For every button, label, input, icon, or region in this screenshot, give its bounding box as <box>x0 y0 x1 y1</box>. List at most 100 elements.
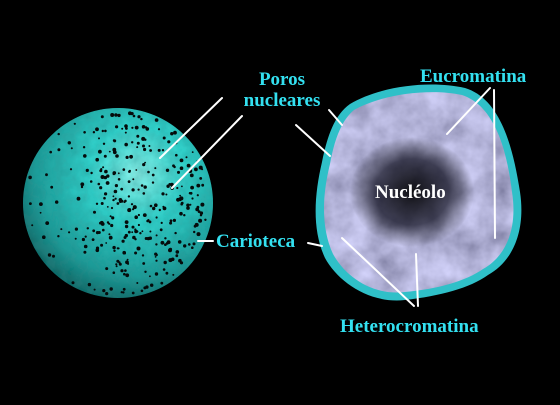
nuclear-pore <box>110 206 114 210</box>
nuclear-pore <box>164 243 167 247</box>
nuclear-pore <box>101 129 105 133</box>
nuclear-pore <box>95 157 99 162</box>
nuclear-pore <box>136 230 139 233</box>
nuclear-pore <box>191 246 194 249</box>
nuclear-pore <box>154 203 158 207</box>
nuclear-pore <box>147 219 150 222</box>
nuclear-pore <box>183 214 186 217</box>
nuclear-pore <box>179 196 184 201</box>
nuclear-pore <box>154 167 157 170</box>
nuclear-pore <box>136 146 139 149</box>
nuclear-pore <box>93 210 96 214</box>
nuclear-pore <box>131 291 135 295</box>
nuclear-pore <box>130 112 134 116</box>
nuclear-pore <box>152 206 156 211</box>
nuclear-pore <box>199 211 204 215</box>
nuclear-pore <box>165 271 169 275</box>
nuclear-pore <box>134 251 138 255</box>
nuclear-pore <box>60 228 63 231</box>
nuclear-pore <box>148 220 152 224</box>
nucleus-sphere <box>23 108 213 298</box>
nuclear-pore <box>99 221 102 225</box>
nuclear-pore <box>141 136 146 141</box>
nuclear-pore <box>123 201 126 204</box>
nuclear-pore <box>95 202 99 205</box>
label-heterocromatina: Heterocromatina <box>340 316 479 337</box>
nuclear-pore <box>167 140 171 144</box>
nuclear-pore <box>57 132 60 136</box>
nuclear-pore <box>95 127 99 132</box>
nuclear-pore <box>120 269 124 273</box>
nuclear-pore <box>125 155 129 159</box>
nuclear-pore <box>144 237 148 240</box>
nuclear-pore <box>155 216 158 219</box>
nuclear-pore <box>157 148 161 152</box>
nuclear-pore <box>136 246 141 251</box>
nuclear-pore <box>144 270 147 273</box>
nuclear-pore <box>102 289 106 293</box>
leader-eucromatina-1 <box>446 87 491 135</box>
nuclear-pore <box>31 224 34 227</box>
nuclear-pore <box>76 196 81 201</box>
nuclear-pore <box>162 136 166 140</box>
nuclear-pore <box>83 154 87 158</box>
nuclear-pore <box>142 262 146 265</box>
nuclear-pore <box>112 198 115 202</box>
nuclear-pore <box>50 185 54 189</box>
nuclear-pore <box>180 202 183 206</box>
nuclear-pore <box>85 168 89 172</box>
nuclear-pore <box>124 269 127 272</box>
nuclear-pore <box>181 185 183 188</box>
nuclear-pore <box>112 171 117 175</box>
nuclear-pore <box>185 156 188 159</box>
nuclear-pore <box>172 273 175 276</box>
nuclear-pore <box>132 114 136 118</box>
nuclear-pore <box>97 182 101 186</box>
nuclear-pore <box>170 182 174 187</box>
nuclear-pore <box>117 178 121 181</box>
nuclear-pore <box>100 243 104 247</box>
nuclear-pore <box>104 129 107 133</box>
nuclear-pore <box>135 169 138 171</box>
nuclear-pore <box>132 235 136 240</box>
nuclear-pore <box>98 149 102 154</box>
nuclear-pore <box>143 147 147 152</box>
nuclear-pore <box>49 150 52 154</box>
nuclear-pore <box>136 134 140 138</box>
nuclear-pore <box>105 267 109 271</box>
nuclear-pore <box>122 287 126 291</box>
nuclear-pore <box>198 165 203 170</box>
nuclear-pore <box>106 174 110 178</box>
nuclear-pore <box>99 186 103 190</box>
nuclear-pore <box>173 165 176 169</box>
nuclear-pore <box>166 240 171 245</box>
nuclear-pore <box>117 172 120 175</box>
nuclear-pore <box>155 259 158 262</box>
nuclear-pore <box>122 291 125 294</box>
nuclear-pore <box>92 229 96 233</box>
nuclear-pore <box>112 245 116 250</box>
nuclear-pore <box>105 292 109 296</box>
nuclear-pore <box>123 251 126 255</box>
nuclear-pore <box>134 125 139 130</box>
nuclear-pore <box>168 258 173 263</box>
leader-poros-1 <box>159 97 223 159</box>
nuclear-pore <box>129 154 134 159</box>
nuclear-pore <box>175 254 179 258</box>
nuclear-pore <box>142 163 146 167</box>
leader-poros-2 <box>171 115 243 189</box>
nuclear-pore <box>141 254 145 257</box>
nuclear-pore <box>169 221 173 225</box>
nuclear-pore <box>70 147 73 150</box>
nuclear-pore <box>132 178 135 181</box>
nuclear-pore <box>112 139 116 142</box>
nuclear-pore <box>90 171 93 175</box>
nuclear-pore <box>172 218 176 222</box>
nuclear-pore <box>127 195 131 198</box>
nuclear-pore <box>189 191 193 195</box>
nuclear-pore <box>108 150 111 153</box>
nuclear-pore <box>125 127 128 130</box>
nuclear-pore <box>149 149 153 152</box>
nuclear-pore <box>183 244 187 248</box>
nuclear-pore <box>163 260 167 265</box>
